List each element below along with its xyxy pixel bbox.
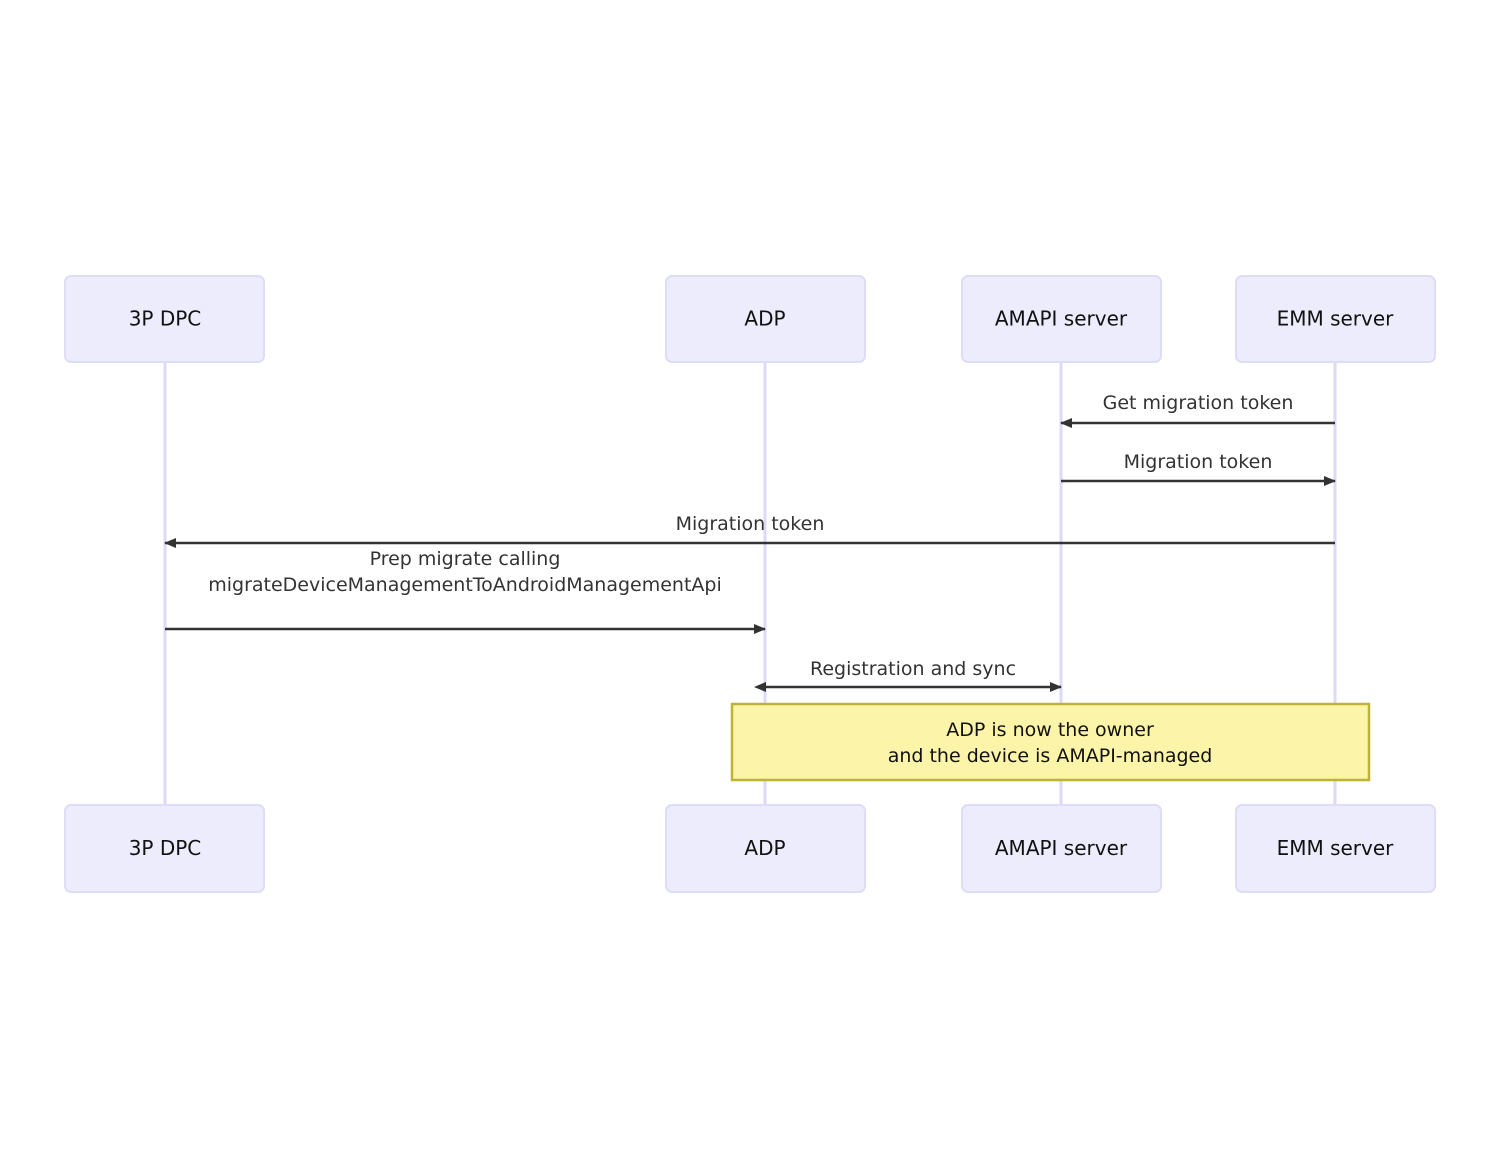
message-m2[interactable]: Migration token: [1061, 451, 1336, 486]
participant-box: [665, 804, 866, 893]
participant-adp-bottom[interactable]: ADP: [665, 804, 866, 893]
participants-bottom-group: 3P DPC ADP AMAPI server EMM server: [64, 804, 1436, 893]
participant-label: ADP: [744, 836, 785, 860]
participant-label: EMM server: [1277, 836, 1395, 860]
participant-box: [1235, 804, 1436, 893]
note-n1: ADP is now the owner and the device is AM…: [730, 702, 1371, 782]
message-m5[interactable]: Registration and sync: [754, 658, 1062, 692]
participant-label: EMM server: [1277, 307, 1395, 331]
message-label: migrateDeviceManagementToAndroidManageme…: [208, 574, 722, 596]
participant-label: 3P DPC: [129, 836, 202, 860]
participant-label: AMAPI server: [995, 307, 1128, 331]
note-text-line: and the device is AMAPI-managed: [888, 745, 1213, 767]
participant-label: ADP: [744, 307, 785, 331]
participants-top-group: 3P DPC ADP AMAPI server EMM server: [64, 275, 1436, 363]
participant-amapi-top[interactable]: AMAPI server: [961, 275, 1162, 363]
message-m4[interactable]: Prep migrate calling migrateDeviceManagem…: [165, 548, 766, 634]
message-m3[interactable]: Migration token: [164, 513, 1335, 548]
participant-label: 3P DPC: [129, 307, 202, 331]
message-label: Migration token: [676, 513, 825, 535]
message-label: Prep migrate calling: [370, 548, 561, 570]
participant-dpc-bottom[interactable]: 3P DPC: [64, 804, 265, 893]
message-label: Registration and sync: [810, 658, 1016, 680]
note-box: [730, 702, 1371, 782]
message-m1[interactable]: Get migration token: [1060, 392, 1335, 428]
participant-emm-bottom[interactable]: EMM server: [1235, 804, 1436, 893]
message-label: Get migration token: [1103, 392, 1294, 414]
participant-box: [1235, 275, 1436, 363]
participant-dpc-top[interactable]: 3P DPC: [64, 275, 265, 363]
participant-box: [64, 804, 265, 893]
note-text-line: ADP is now the owner: [946, 719, 1154, 741]
participant-amapi-bottom[interactable]: AMAPI server: [961, 804, 1162, 893]
participant-label: AMAPI server: [995, 836, 1128, 860]
message-label: Migration token: [1124, 451, 1273, 473]
participant-adp-top[interactable]: ADP: [665, 275, 866, 363]
notes-group: ADP is now the owner and the device is AM…: [730, 702, 1371, 782]
participant-box: [64, 275, 265, 363]
participant-box: [961, 804, 1162, 893]
participant-box: [665, 275, 866, 363]
participant-box: [961, 275, 1162, 363]
participant-emm-top[interactable]: EMM server: [1235, 275, 1436, 363]
